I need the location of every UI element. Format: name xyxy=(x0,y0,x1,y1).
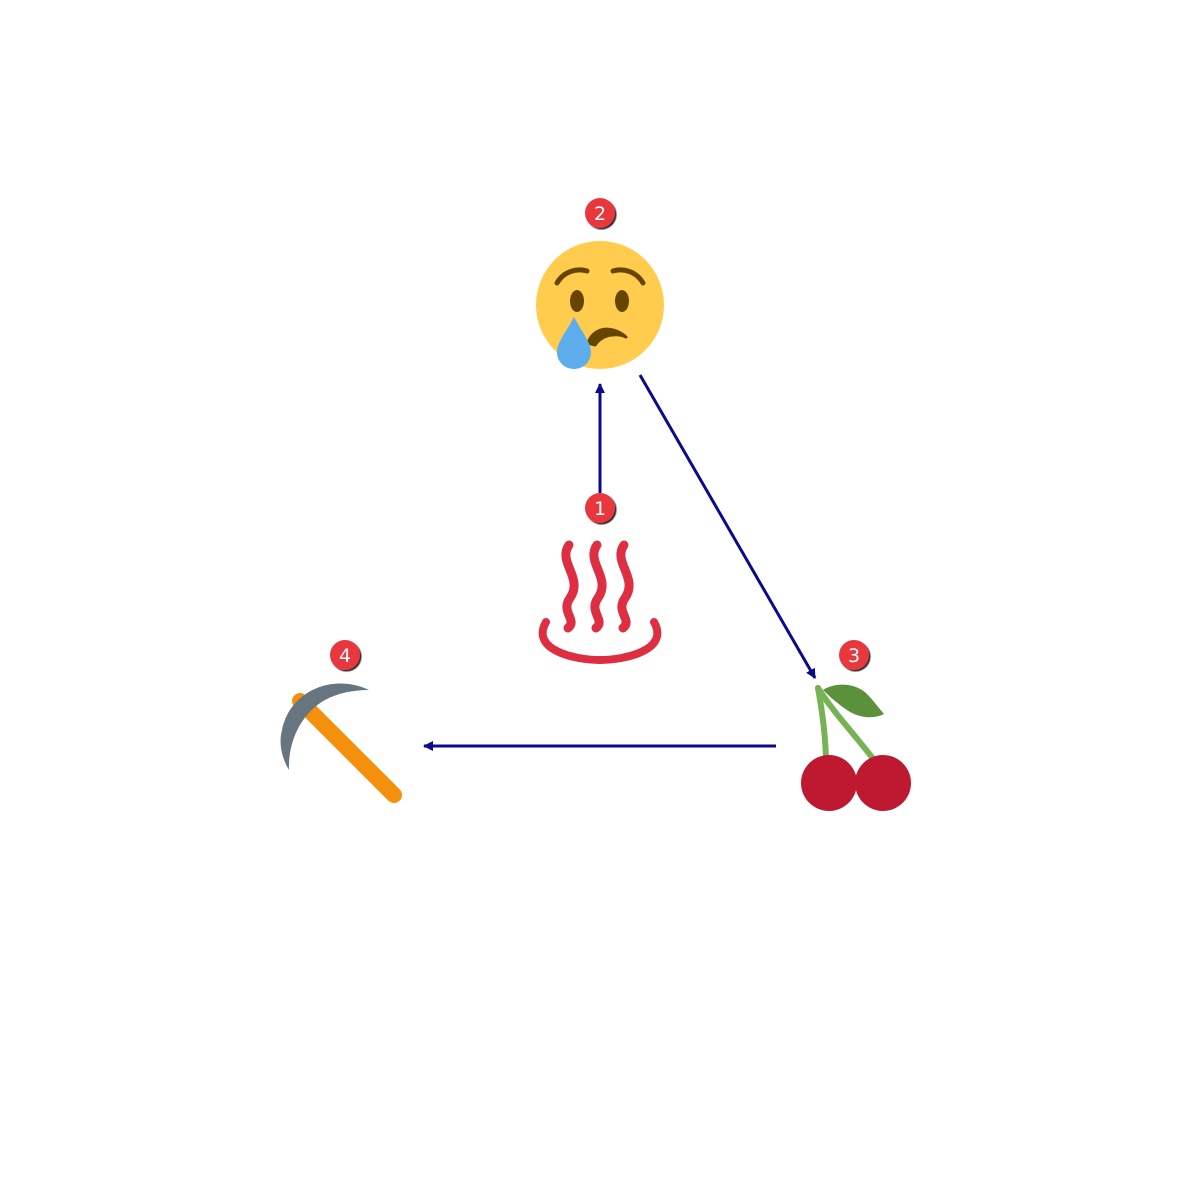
node-3-badge: 3 xyxy=(839,640,869,670)
pick-icon xyxy=(280,683,402,803)
node-3 xyxy=(801,684,911,811)
cherries-icon xyxy=(801,684,911,811)
node-2 xyxy=(536,241,664,369)
crying-face-icon xyxy=(536,241,664,369)
node-1 xyxy=(538,540,662,665)
node-4 xyxy=(280,683,402,803)
node-2-badge: 2 xyxy=(585,198,615,228)
node-1-number: 1 xyxy=(594,498,606,520)
node-3-number: 3 xyxy=(848,645,860,667)
hot-springs-icon xyxy=(538,540,662,665)
node-4-number: 4 xyxy=(339,645,351,667)
node-2-number: 2 xyxy=(594,203,606,225)
edge-2-to-3 xyxy=(638,374,817,679)
node-1-badge: 1 xyxy=(585,493,615,523)
node-4-badge: 4 xyxy=(330,640,360,670)
